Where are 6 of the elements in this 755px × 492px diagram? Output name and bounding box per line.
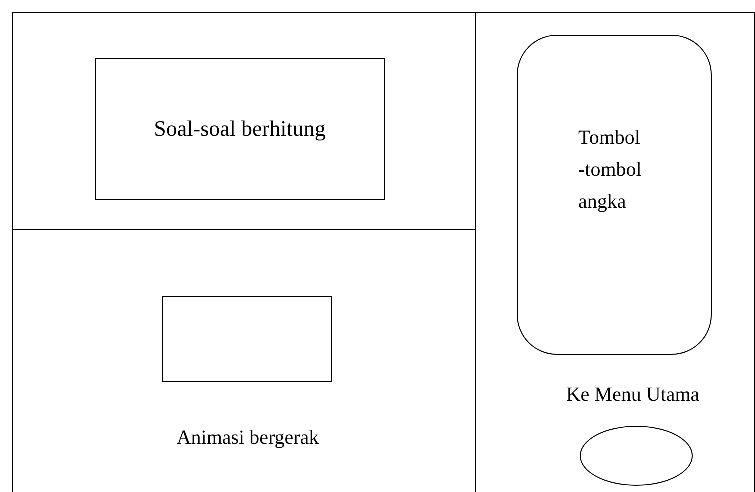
content-panel xyxy=(95,58,385,200)
animation-label: Animasi bergerak xyxy=(176,427,320,450)
keypad-panel xyxy=(517,35,712,355)
button-caption: Ke Menu Utama xyxy=(565,384,701,407)
panel-label: Soal-soal berhitung xyxy=(154,116,326,142)
panel-label: Tombol -tombol angka xyxy=(578,126,643,215)
